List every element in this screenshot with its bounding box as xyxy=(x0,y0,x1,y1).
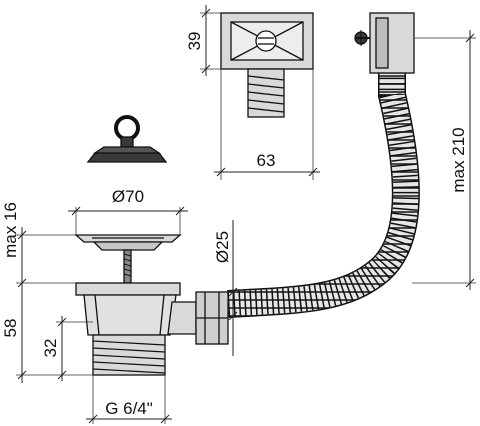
dim-label-63: 63 xyxy=(257,151,276,170)
dimension-hose-length: max 210 xyxy=(412,30,476,290)
dim-label-32: 32 xyxy=(41,339,60,358)
dim-label-max-210: max 210 xyxy=(449,127,468,192)
dimension-hose-diameter: Ø25 xyxy=(213,220,238,356)
dim-label-thread: G 6/4" xyxy=(105,399,153,418)
strainer xyxy=(74,234,182,284)
dimension-thread-size: G 6/4" xyxy=(86,375,172,424)
corrugated-hose xyxy=(227,70,420,318)
overflow-connector xyxy=(354,12,415,74)
dim-label-58: 58 xyxy=(1,319,20,338)
stopper-plug xyxy=(86,115,168,163)
drain-body xyxy=(75,282,197,376)
dimension-thread-height: 32 xyxy=(41,316,93,381)
dimension-strainer-height: max 16 xyxy=(1,202,76,291)
dim-label-max-16: max 16 xyxy=(1,202,20,258)
drain-threads xyxy=(92,340,166,374)
dimension-cover-height: 39 xyxy=(185,5,221,76)
dimension-cover-width: 63 xyxy=(214,69,320,180)
overflow-cover xyxy=(220,12,314,118)
overflow-stem-threads xyxy=(247,75,285,113)
dimension-strainer-diameter: Ø70 xyxy=(68,187,188,235)
dim-label-25: Ø25 xyxy=(213,231,232,263)
dim-label-39: 39 xyxy=(185,32,204,51)
outlet-nut xyxy=(195,291,229,345)
dimension-drain-height: 58 xyxy=(1,279,93,383)
dim-label-70: Ø70 xyxy=(112,187,144,206)
